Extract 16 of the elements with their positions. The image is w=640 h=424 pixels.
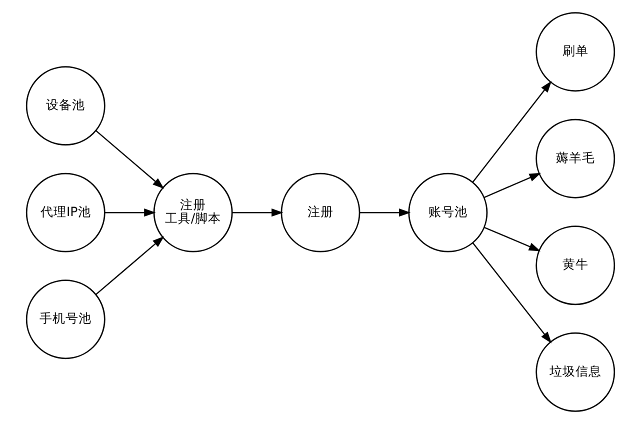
node-circle: 代理IP池	[25, 172, 105, 252]
node-circle: 账号池	[408, 172, 488, 252]
node-circle: 薅羊毛	[535, 118, 615, 198]
arrow	[472, 242, 552, 344]
arrow	[95, 130, 164, 189]
arrow	[484, 172, 541, 198]
arrow	[359, 208, 410, 217]
node-circle: 设备池	[25, 66, 105, 146]
arrow	[484, 226, 540, 252]
node-circle: 手机号池	[25, 280, 105, 360]
arrow	[104, 208, 156, 217]
node-circle: 黄牛	[535, 226, 615, 306]
arrow	[95, 236, 164, 295]
node-circle: 注册	[280, 172, 360, 252]
arrow	[232, 208, 283, 217]
arrow	[472, 80, 552, 182]
